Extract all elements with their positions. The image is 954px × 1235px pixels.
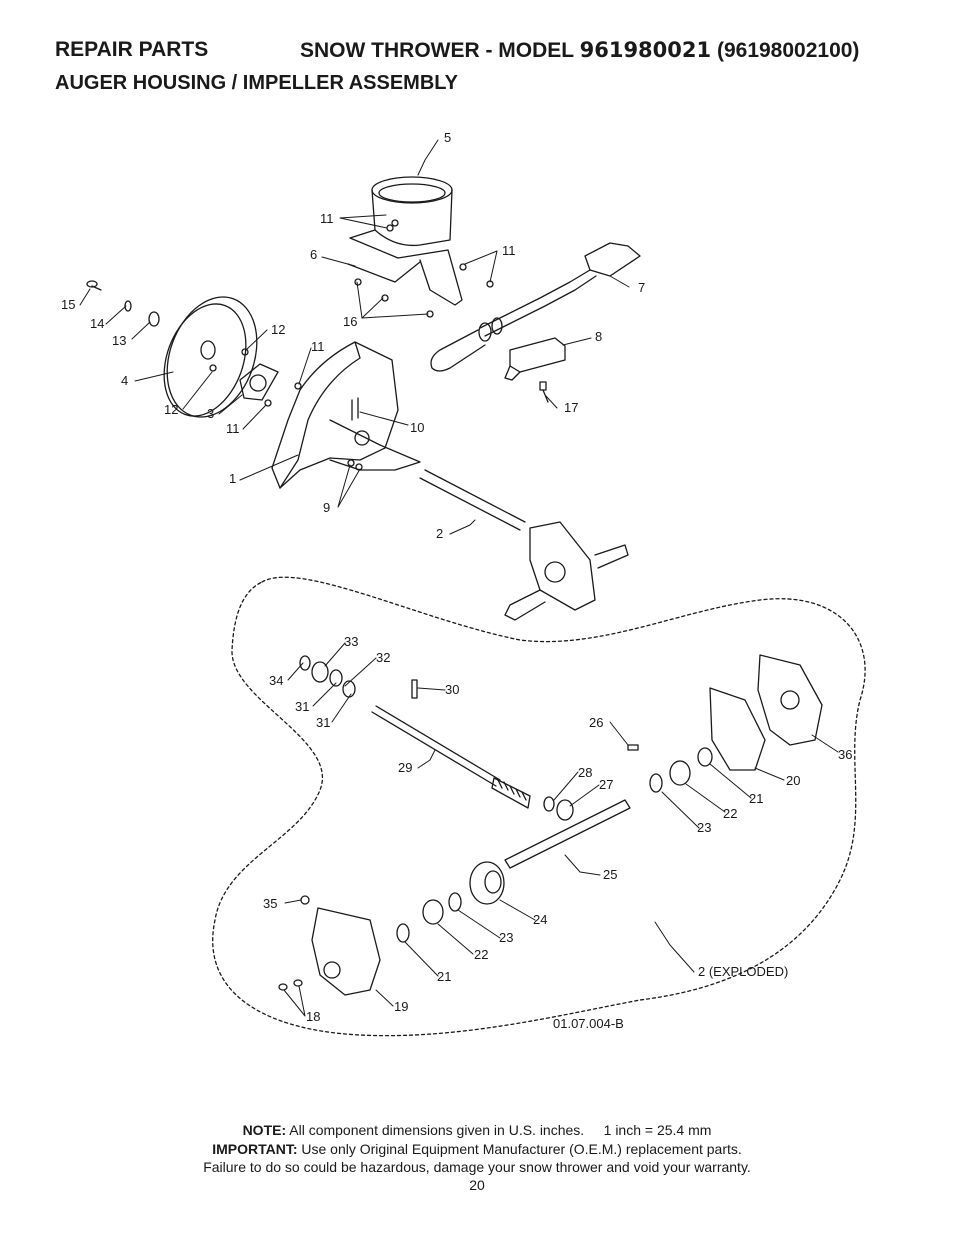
callout-2: 2 (436, 526, 443, 541)
important-line: IMPORTANT: Use only Original Equipment M… (0, 1141, 954, 1157)
housing-half-part-36 (757, 654, 823, 746)
callout-12: 12 (271, 322, 285, 337)
conversion-text: 1 inch = 25.4 mm (603, 1122, 712, 1138)
auger-housing-part-1 (271, 341, 421, 489)
bearing-plate-part-3 (239, 363, 279, 401)
callout-13: 13 (112, 333, 126, 348)
callout-22: 22 (474, 947, 488, 962)
callout-18: 18 (306, 1009, 320, 1024)
callout-15: 15 (61, 297, 75, 312)
callout-2-exploded: 2 (EXPLODED) (698, 964, 788, 979)
chute-part-5 (347, 176, 463, 306)
callout-32: 32 (376, 650, 390, 665)
callout-11: 11 (320, 211, 334, 226)
product-title: SNOW THROWER - MODEL (300, 39, 574, 62)
bushings-washers (299, 655, 713, 943)
callout-5: 5 (444, 130, 451, 145)
callout-28: 28 (578, 765, 592, 780)
key-part-26 (627, 744, 639, 751)
worm-shaft-part-29 (371, 705, 531, 809)
gasket-part-20 (709, 687, 766, 771)
callout-9: 9 (323, 500, 330, 515)
model-code: (96198002100) (716, 39, 860, 62)
important-label: IMPORTANT: (212, 1141, 298, 1157)
leader-lines (79, 139, 839, 1017)
chute-crank-part-7 (430, 242, 641, 372)
washer-part-13 (148, 311, 160, 327)
bracket-part-8 (504, 337, 566, 381)
note-text: All component dimensions given in U.S. i… (289, 1122, 585, 1138)
exploded-boundary (212, 576, 866, 1037)
model-number: 961980021 (579, 38, 712, 62)
callout-36: 36 (838, 747, 852, 762)
callout-31: 31 (295, 699, 309, 714)
callout-33: 33 (344, 634, 358, 649)
page-number: 20 (469, 1177, 485, 1193)
page-header: REPAIR PARTS SNOW THROWER - MODEL 961980… (55, 38, 859, 62)
drawing-number: 01.07.004-B (553, 1016, 624, 1031)
callout-labels: 5 11 6 11 7 15 14 13 12 11 8 4 16 12 3 1… (61, 130, 852, 1031)
callout-29: 29 (398, 760, 412, 775)
callout-16: 16 (343, 314, 357, 329)
callout-30: 30 (445, 682, 459, 697)
callout-26: 26 (589, 715, 603, 730)
callout-34: 34 (269, 673, 283, 688)
pin-part-30 (411, 679, 418, 699)
callout-4: 4 (121, 373, 128, 388)
callout-25: 25 (603, 867, 617, 882)
warning-line: Failure to do so could be hazardous, dam… (203, 1159, 751, 1175)
callout-31: 31 (316, 715, 330, 730)
bolt-part-17 (539, 381, 549, 403)
callout-8: 8 (595, 329, 602, 344)
callout-6: 6 (310, 247, 317, 262)
callout-17: 17 (564, 400, 578, 415)
important-text: Use only Original Equipment Manufacturer… (301, 1141, 742, 1157)
screws-part-18 (278, 979, 303, 991)
grease-fitting-part-35 (300, 895, 310, 905)
callout-3: 3 (207, 406, 214, 421)
worm-gear-part-24 (469, 861, 505, 905)
callout-7: 7 (638, 280, 645, 295)
section-title: REPAIR PARTS (55, 38, 209, 61)
note-label: NOTE: (242, 1122, 287, 1138)
output-shaft-part-25 (504, 799, 631, 869)
callout-14: 14 (90, 316, 104, 331)
callout-19: 19 (394, 999, 408, 1014)
callout-11: 11 (502, 243, 516, 258)
callout-22: 22 (723, 806, 737, 821)
callout-12: 12 (164, 402, 178, 417)
impeller-gearbox-part-2 (419, 469, 629, 621)
assembly-title: AUGER HOUSING / IMPELLER ASSEMBLY (55, 72, 459, 94)
callout-27: 27 (599, 777, 613, 792)
callout-23: 23 (697, 820, 711, 835)
lockwasher-part-14 (124, 300, 132, 312)
callout-11: 11 (311, 339, 325, 354)
callout-11: 11 (226, 421, 240, 436)
model-line: SNOW THROWER - MODEL 961980021 (96198002… (300, 38, 859, 63)
callout-21: 21 (749, 791, 763, 806)
callout-23: 23 (499, 930, 513, 945)
callout-24: 24 (533, 912, 547, 927)
callout-20: 20 (786, 773, 800, 788)
callout-10: 10 (410, 420, 424, 435)
housing-half-part-19 (311, 907, 381, 996)
callout-21: 21 (437, 969, 451, 984)
bolt-part-15 (86, 280, 102, 291)
callout-1: 1 (229, 471, 236, 486)
callout-35: 35 (263, 896, 277, 911)
note-line: NOTE: All component dimensions given in … (0, 1122, 954, 1138)
